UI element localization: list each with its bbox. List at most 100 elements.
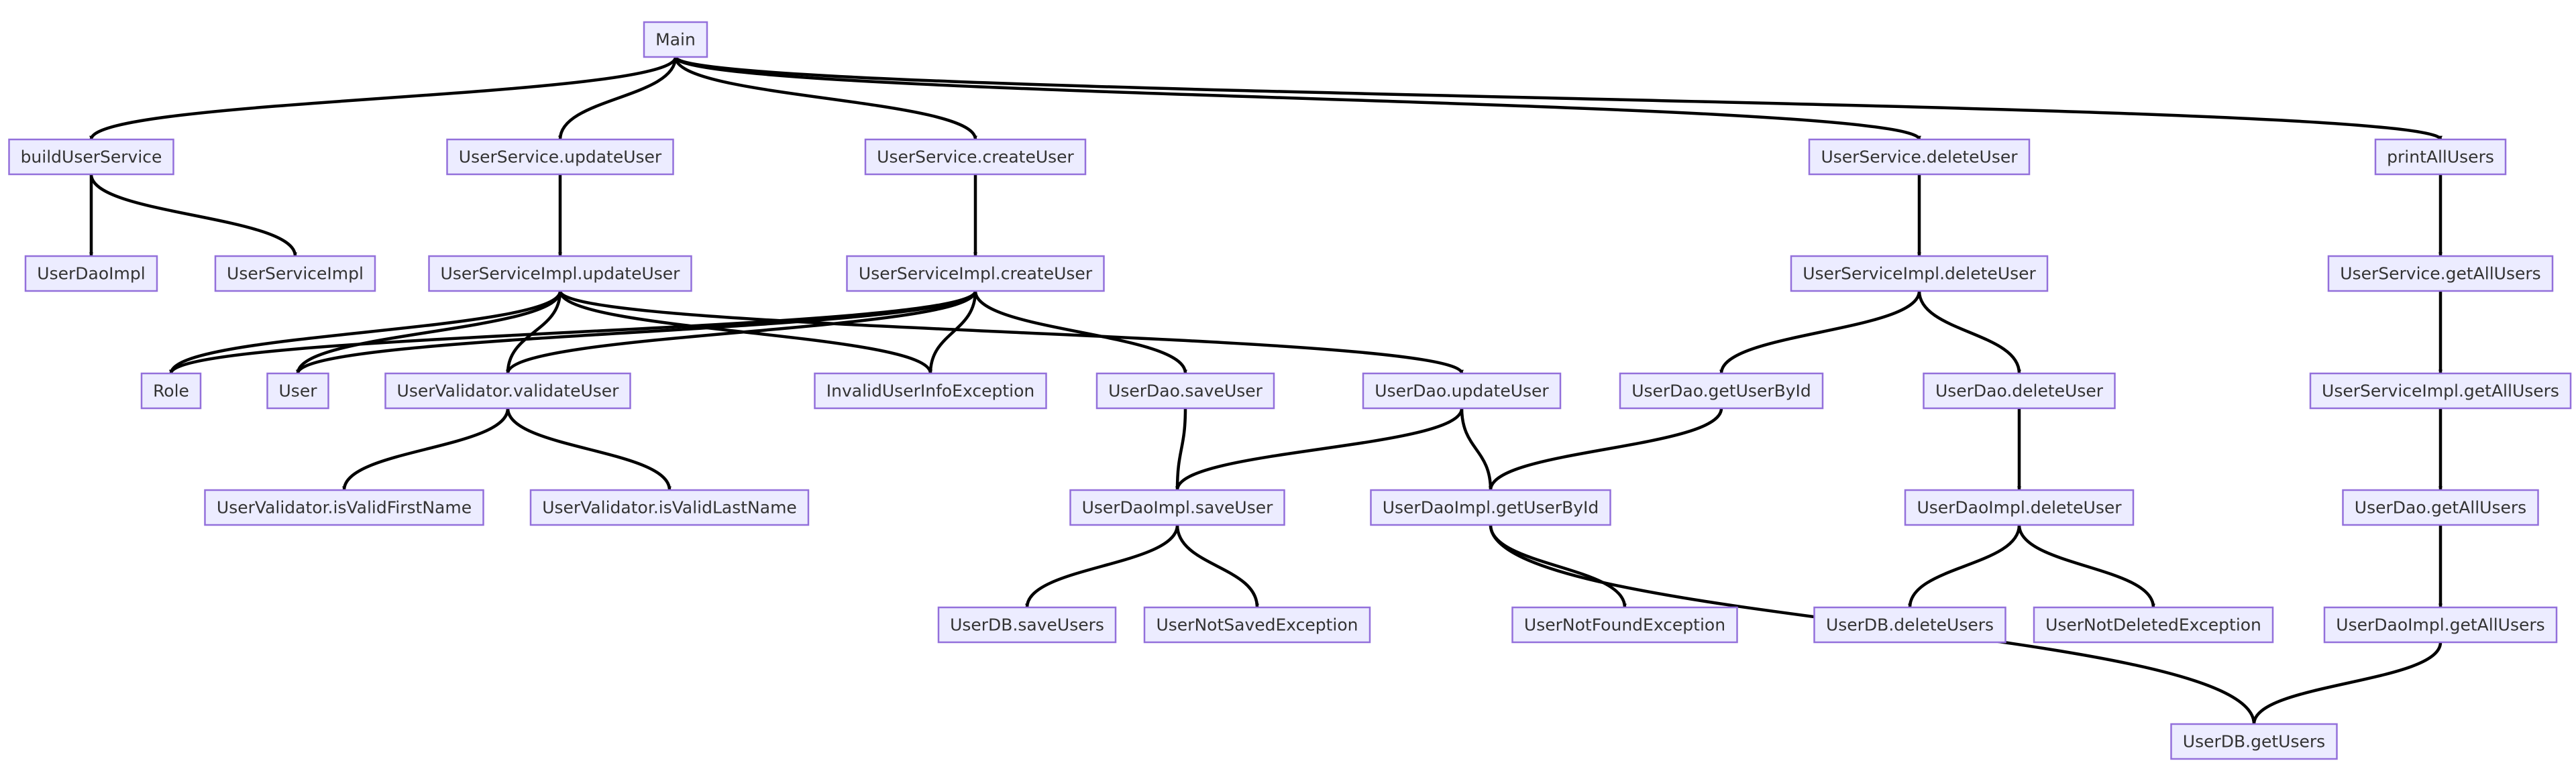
- node-userValidatorValidateUser: UserValidator.validateUser: [384, 372, 631, 410]
- node-label: UserService.updateUser: [459, 147, 662, 167]
- node-label: UserDaoImpl.saveUser: [1082, 498, 1274, 518]
- node-box: [8, 138, 174, 176]
- node-box: [428, 255, 692, 292]
- edge-main-to-buildUserService: [89, 56, 678, 140]
- node-printAllUsers: printAllUsers: [2374, 138, 2507, 176]
- edge-userServiceImplUpdateUser-to-role: [169, 290, 562, 374]
- node-label: UserDaoImpl.getUserById: [1383, 498, 1599, 518]
- node-label: UserDB.saveUsers: [950, 615, 1104, 635]
- node-userDaoGetUserById: UserDao.getUserById: [1619, 372, 1824, 410]
- edge-main-to-userServiceUpdateUser: [558, 56, 678, 140]
- node-userServiceGetAllUsers: UserService.getAllUsers: [2327, 255, 2554, 292]
- node-label: UserServiceImpl.updateUser: [441, 264, 681, 284]
- node-box: [1904, 489, 2135, 526]
- node-invalidUserInfoException: InvalidUserInfoException: [814, 372, 1047, 410]
- node-box: [204, 489, 484, 526]
- edge-userDaoUpdateUser-to-userDaoImplGetUserById: [1460, 408, 1493, 491]
- node-isValidFirstName: UserValidator.isValidFirstName: [204, 489, 484, 526]
- node-userNotFoundException: UserNotFoundException: [1511, 606, 1738, 644]
- node-box: [1069, 489, 1285, 526]
- node-label: UserServiceImpl.deleteUser: [1803, 264, 2036, 284]
- node-userNotDeletedException: UserNotDeletedException: [2033, 606, 2274, 644]
- node-userServiceImplGetAllUsers: UserServiceImpl.getAllUsers: [2309, 372, 2572, 410]
- node-label: UserServiceImpl.createUser: [859, 264, 1093, 284]
- edge-userServiceImplDeleteUser-to-userDaoGetUserById: [1719, 290, 1921, 374]
- edge-userDaoImplGetUserById-to-userNotFoundException: [1489, 524, 1627, 608]
- edge-buildUserService-to-userServiceImpl: [89, 174, 297, 257]
- node-box: [2170, 723, 2338, 760]
- node-main: Main: [643, 21, 708, 58]
- edge-userValidatorValidateUser-to-isValidLastName: [506, 408, 672, 491]
- node-userServiceUpdateUser: UserService.updateUser: [446, 138, 674, 176]
- edge-main-to-printAllUsers: [674, 55, 2443, 141]
- node-label: User: [279, 381, 318, 401]
- node-userDaoSaveUser: UserDao.saveUser: [1095, 372, 1275, 410]
- node-label: UserService.deleteUser: [1821, 147, 2018, 167]
- node-label: UserServiceImpl.getAllUsers: [2322, 381, 2559, 401]
- node-userDbDeleteUsers: UserDB.deleteUsers: [1813, 606, 2006, 644]
- node-role: Role: [140, 372, 202, 410]
- edge-userDaoImplDeleteUser-to-userNotDeletedException: [2017, 524, 2155, 608]
- node-userServiceImplDeleteUser: UserServiceImpl.deleteUser: [1790, 255, 2049, 292]
- edge-userDaoImplDeleteUser-to-userDbDeleteUsers: [1908, 524, 2021, 608]
- node-label: buildUserService: [21, 147, 162, 167]
- node-box: [1808, 138, 2031, 176]
- node-label: UserDB.getUsers: [2183, 732, 2325, 752]
- node-box: [643, 21, 708, 58]
- node-userDaoImplSaveUser: UserDaoImpl.saveUser: [1069, 489, 1285, 526]
- node-label: UserValidator.isValidLastName: [542, 498, 797, 518]
- node-label: Role: [153, 381, 189, 401]
- node-box: [1813, 606, 2006, 644]
- node-box: [846, 255, 1105, 292]
- node-box: [1923, 372, 2116, 410]
- node-box: [1790, 255, 2049, 292]
- edge-userDaoImplSaveUser-to-userDbSaveUsers: [1025, 524, 1179, 608]
- node-label: UserDaoImpl: [37, 264, 145, 284]
- edge-main-to-userServiceDeleteUser: [674, 56, 1921, 141]
- node-label: UserServiceImpl: [227, 264, 364, 284]
- node-userDaoGetAllUsers: UserDao.getAllUsers: [2342, 489, 2539, 526]
- node-label: UserDao.getAllUsers: [2355, 498, 2526, 518]
- nodes: Main buildUserService UserService.updateUs…: [8, 21, 2572, 760]
- node-box: [864, 138, 1087, 176]
- node-label: printAllUsers: [2387, 147, 2494, 167]
- edge-userServiceImplUpdateUser-to-userDaoUpdateUser: [558, 290, 1464, 374]
- node-label: UserNotSavedException: [1156, 615, 1358, 635]
- node-userDaoImplGetUserById: UserDaoImpl.getUserById: [1370, 489, 1611, 526]
- node-box: [2323, 606, 2558, 644]
- node-label: UserDB.deleteUsers: [1826, 615, 1994, 635]
- node-box: [2342, 489, 2539, 526]
- node-userServiceDeleteUser: UserService.deleteUser: [1808, 138, 2031, 176]
- node-userDaoDeleteUser: UserDao.deleteUser: [1923, 372, 2116, 410]
- node-label: UserValidator.isValidFirstName: [217, 498, 472, 518]
- node-userServiceImpl: UserServiceImpl: [214, 255, 376, 292]
- node-box: [2374, 138, 2507, 176]
- edge-userServiceImplUpdateUser-to-user: [296, 290, 562, 374]
- node-box: [384, 372, 631, 410]
- node-box: [529, 489, 810, 526]
- node-label: UserService.createUser: [877, 147, 1074, 167]
- node-isValidLastName: UserValidator.isValidLastName: [529, 489, 810, 526]
- node-userDaoImpl: UserDaoImpl: [24, 255, 158, 292]
- edge-userServiceImplCreateUser-to-invalidUserInfoException: [928, 290, 977, 374]
- node-box: [814, 372, 1047, 410]
- edge-userDaoSaveUser-to-userDaoImplSaveUser: [1175, 408, 1187, 491]
- edge-userDaoImplSaveUser-to-userNotSavedException: [1175, 524, 1259, 608]
- node-userDbSaveUsers: UserDB.saveUsers: [937, 606, 1117, 644]
- node-box: [1095, 372, 1275, 410]
- node-label: UserDaoImpl.deleteUser: [1917, 498, 2122, 518]
- node-label: InvalidUserInfoException: [826, 381, 1034, 401]
- node-box: [266, 372, 329, 410]
- node-box: [1362, 372, 1562, 410]
- node-label: UserDao.updateUser: [1375, 381, 1549, 401]
- node-box: [1370, 489, 1611, 526]
- edge-userServiceImplUpdateUser-to-userValidatorValidateUser: [506, 290, 562, 374]
- node-userServiceCreateUser: UserService.createUser: [864, 138, 1087, 176]
- node-label: UserDaoImpl.getAllUsers: [2336, 615, 2544, 635]
- edge-userServiceImplCreateUser-to-userDaoSaveUser: [973, 290, 1187, 374]
- edge-userDaoImplGetAllUsers-to-userDbGetUsers: [2252, 642, 2443, 725]
- edge-main-to-userServiceCreateUser: [674, 56, 977, 140]
- node-box: [2309, 372, 2572, 410]
- edge-userValidatorValidateUser-to-isValidFirstName: [342, 408, 510, 491]
